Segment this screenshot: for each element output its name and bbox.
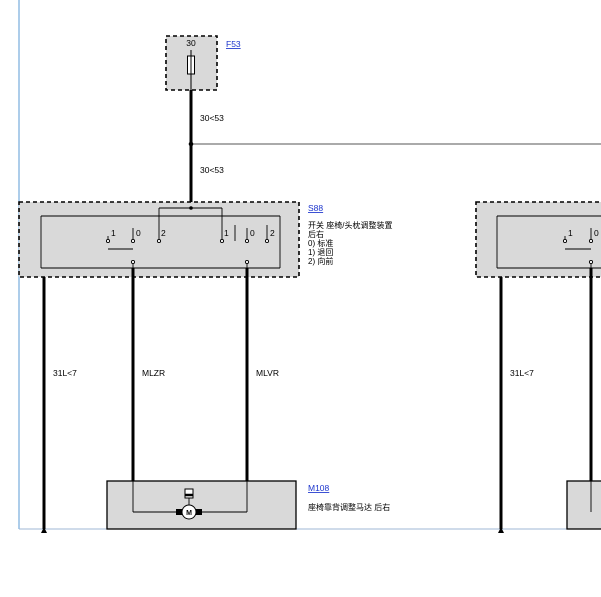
ground-arrow-icon	[41, 527, 47, 533]
switch-right-contact-label: 1	[568, 228, 573, 238]
switch-subtitle: 后右	[308, 229, 324, 239]
switch-s88: 1 0 2 1 0 2	[18, 201, 300, 278]
switch-right-partial: 1 0	[475, 201, 601, 278]
ground-arrow-icon	[498, 527, 504, 533]
fuse-terminal-label: 30	[186, 38, 196, 48]
component-right-partial	[566, 480, 601, 530]
motor-description: 座椅靠背调整马达 后右	[308, 502, 390, 512]
wire-label-motor-a: MLZR	[142, 368, 165, 378]
motor-link[interactable]: M108	[308, 483, 330, 493]
switch-link[interactable]: S88	[308, 203, 323, 213]
switch-title: 开关 座椅/头枕调整装置	[308, 220, 392, 230]
switch-node	[264, 238, 270, 244]
fuse-link[interactable]: F53	[226, 39, 241, 49]
switch-right-node	[562, 238, 568, 244]
wire-label-ground-right: 31L<7	[510, 368, 534, 378]
switch-position-0: 0) 标准	[308, 238, 333, 248]
switch-right-contact-label: 0	[594, 228, 599, 238]
switch-right-node	[588, 259, 594, 265]
switch-feed-node	[189, 206, 193, 210]
fuse-f53: 30	[165, 35, 218, 91]
supply-wire-label-lower: 30<53	[200, 165, 224, 175]
motor-m108: M	[106, 480, 297, 530]
switch-node	[244, 238, 250, 244]
svg-text:M108: M108	[308, 483, 330, 493]
motor-shaft-icon	[196, 509, 202, 515]
wire-label-ground-left: 31L<7	[53, 368, 77, 378]
switch-position-1: 1) 退回	[308, 248, 333, 257]
motor-symbol-label: M	[186, 510, 192, 517]
motor-box	[106, 480, 297, 530]
switch-position-2: 2) 向前	[308, 256, 333, 266]
switch-node	[219, 238, 225, 244]
switch-node	[130, 259, 136, 265]
switch-node	[244, 259, 250, 265]
svg-text:F53: F53	[226, 39, 241, 49]
switch-contact-label: 0	[136, 228, 141, 238]
switch-node	[156, 238, 162, 244]
switch-right-box	[475, 201, 601, 278]
switch-contact-label: 1	[224, 228, 229, 238]
supply-wire-label-upper: 30<53	[200, 113, 224, 123]
motor-sensor-icon	[184, 488, 194, 499]
motor-shaft-icon	[176, 509, 182, 515]
switch-node	[105, 238, 111, 244]
switch-contact-label: 2	[161, 228, 166, 238]
switch-contact-label: 0	[250, 228, 255, 238]
switch-contact-label: 1	[111, 228, 116, 238]
svg-text:S88: S88	[308, 203, 323, 213]
switch-node	[130, 238, 136, 244]
switch-contact-label: 2	[270, 228, 275, 238]
switch-right-node	[588, 238, 594, 244]
wire-label-motor-b: MLVR	[256, 368, 279, 378]
